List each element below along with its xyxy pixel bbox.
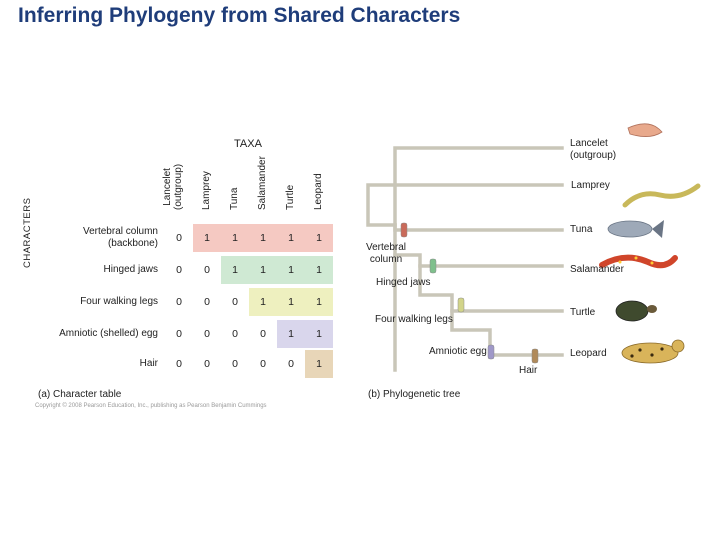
tree-character-label: Vertebral column <box>366 242 407 265</box>
table-cell: 0 <box>204 358 210 370</box>
table-cell: 0 <box>176 358 182 370</box>
table-cell: 0 <box>204 264 210 276</box>
tree-taxon-label: Turtle <box>570 307 596 318</box>
marker-vertebral-column <box>400 222 408 238</box>
table-cell: 1 <box>305 288 333 316</box>
branch-lamprey <box>366 183 564 227</box>
table-cell: 0 <box>176 328 182 340</box>
table-cell: 0 <box>288 358 294 370</box>
table-cell: 0 <box>232 358 238 370</box>
row-label: Four walking legs <box>80 296 158 307</box>
table-cell: 1 <box>305 350 333 378</box>
branch-leopard <box>450 309 564 357</box>
tree-taxon-label: Salamander <box>570 264 624 275</box>
character-markers <box>400 222 539 364</box>
tree-taxon-label: Leopard <box>570 348 607 359</box>
table-cell: 1 <box>193 224 221 252</box>
lamprey-icon <box>622 183 701 208</box>
page-title: Inferring Phylogeny from Shared Characte… <box>18 4 461 27</box>
tree-character-label: Four walking legs <box>375 314 453 325</box>
row-label: Vertebral column (backbone) <box>82 226 158 249</box>
table-cell: 0 <box>204 328 210 340</box>
row-label: Hinged jaws <box>103 264 158 275</box>
table-cell: 1 <box>249 256 277 284</box>
branch-turtle <box>418 264 564 313</box>
lancelet-icon <box>627 123 663 137</box>
table-cell: 1 <box>249 288 277 316</box>
tree-character-label: Hinged jaws <box>376 277 431 288</box>
table-cell: 1 <box>277 224 305 252</box>
table-cell: 1 <box>305 224 333 252</box>
marker-hair <box>531 348 539 364</box>
row-label: Amniotic (shelled) egg <box>59 328 158 339</box>
leopard-icon <box>621 339 685 364</box>
table-cell: 0 <box>232 328 238 340</box>
table-cell: 1 <box>221 256 249 284</box>
tree-taxon-label: Lancelet (outgroup) <box>570 138 617 161</box>
tree-character-label: Hair <box>519 365 538 376</box>
table-cell: 0 <box>260 328 266 340</box>
turtle-icon <box>615 300 657 322</box>
table-cell: 0 <box>260 358 266 370</box>
marker-amniotic-egg <box>487 344 495 360</box>
table-cell: 0 <box>176 264 182 276</box>
taxa-header: TAXA <box>234 138 262 150</box>
table-cell: 1 <box>277 288 305 316</box>
tree-taxon-label: Lamprey <box>571 180 610 191</box>
table-cell: 0 <box>204 296 210 308</box>
table-caption: (a) Character table <box>38 389 122 400</box>
table-cell: 1 <box>305 320 333 348</box>
salamander-icon <box>599 254 678 269</box>
table-cell: 1 <box>305 256 333 284</box>
table-cell: 1 <box>249 224 277 252</box>
marker-four-walking-legs <box>457 297 465 313</box>
table-cell: 1 <box>221 224 249 252</box>
table-cell: 0 <box>176 296 182 308</box>
tuna-icon <box>607 220 664 238</box>
copyright-text: Copyright © 2008 Pearson Education, Inc.… <box>35 403 267 409</box>
tree-character-label: Amniotic egg <box>429 346 487 357</box>
table-cell: 1 <box>277 256 305 284</box>
table-cell: 0 <box>232 296 238 308</box>
branch-tuna <box>393 223 564 232</box>
row-label: Hair <box>139 358 158 369</box>
tree-taxon-label: Tuna <box>570 224 593 235</box>
table-cell: 1 <box>277 320 305 348</box>
branch-salamander <box>393 253 564 268</box>
tree-caption: (b) Phylogenetic tree <box>368 389 461 400</box>
table-cell: 0 <box>176 232 182 244</box>
marker-hinged-jaws <box>429 258 437 274</box>
